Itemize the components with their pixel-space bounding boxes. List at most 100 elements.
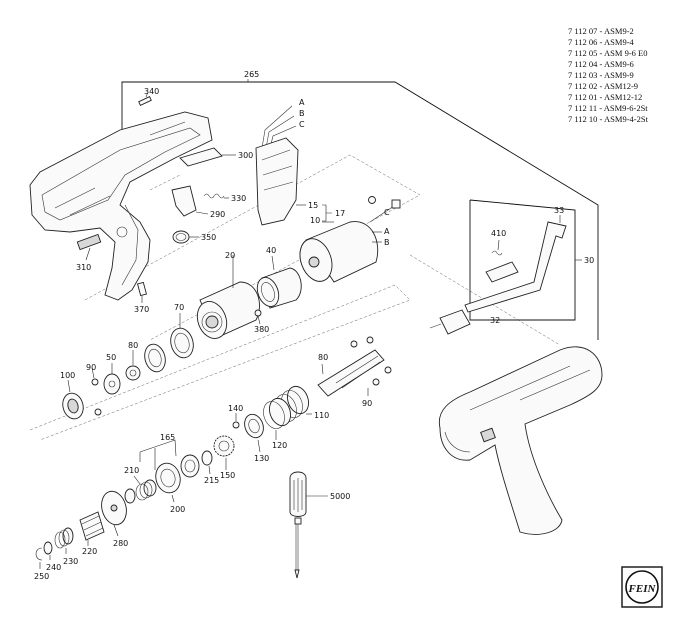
label-290: 290 bbox=[210, 210, 225, 219]
label-265: 265 bbox=[244, 70, 259, 79]
label-wire-a: A bbox=[299, 98, 305, 107]
label-215: 215 bbox=[204, 476, 219, 485]
part-clutch-165: 165 bbox=[139, 433, 200, 478]
part-spindle: 80 90 bbox=[317, 336, 392, 408]
label-30: 30 bbox=[584, 256, 594, 265]
label-100: 100 bbox=[60, 371, 75, 380]
variant-4: 7 112 03 - ASM9-9 bbox=[568, 70, 634, 80]
variant-3: 7 112 04 - ASM9-6 bbox=[568, 59, 634, 69]
label-40: 40 bbox=[266, 246, 276, 255]
logo-text: FEIN bbox=[628, 583, 657, 595]
part-350-ring: 350 bbox=[172, 230, 216, 244]
label-20: 20 bbox=[225, 251, 235, 260]
part-140-pin: 140 bbox=[228, 404, 243, 429]
label-165: 165 bbox=[160, 433, 175, 442]
part-40-ring: 40 bbox=[256, 246, 302, 309]
fein-logo: FEIN bbox=[621, 566, 663, 608]
variant-2: 7 112 05 - ASM 9-6 E0 bbox=[568, 48, 648, 58]
variant-1: 7 112 06 - ASM9-4 bbox=[568, 37, 635, 47]
part-10-motor: 10 C A B bbox=[299, 196, 401, 283]
label-380: 380 bbox=[254, 325, 269, 334]
part-200-disk: 200 bbox=[155, 462, 185, 514]
label-140: 140 bbox=[228, 404, 243, 413]
part-340-screw: 340 bbox=[138, 87, 159, 106]
part-80a-washer: 80 bbox=[125, 341, 141, 381]
label-130: 130 bbox=[254, 454, 269, 463]
part-33-bracket bbox=[464, 221, 567, 313]
label-32: 32 bbox=[490, 316, 500, 325]
housing-frame: 265 bbox=[121, 70, 599, 340]
part-230-spring: 230 bbox=[54, 527, 78, 566]
label-330: 330 bbox=[231, 194, 246, 203]
label-motor-b: B bbox=[384, 238, 390, 247]
label-340: 340 bbox=[144, 87, 159, 96]
variant-8: 7 112 10 - ASM9-4-2St bbox=[568, 114, 649, 124]
part-210-spring: 210 bbox=[124, 466, 157, 501]
part-70-ring: 70 bbox=[170, 303, 194, 359]
part-410-switch bbox=[485, 261, 519, 283]
label-motor-a: A bbox=[384, 227, 390, 236]
label-220: 220 bbox=[82, 547, 97, 556]
part-310-link: 310 bbox=[76, 247, 91, 272]
part-90a: 90 bbox=[86, 363, 102, 416]
switch-assembly-group: 30 410 33 32 bbox=[429, 199, 594, 335]
part-130-ring: 130 bbox=[244, 413, 269, 463]
part-280-disk: 280 bbox=[101, 490, 128, 548]
label-5000: 5000 bbox=[330, 492, 350, 501]
part-150-gear: 150 bbox=[213, 435, 235, 480]
label-110: 110 bbox=[314, 411, 329, 420]
part-50-washer: 50 bbox=[103, 353, 121, 395]
part-bearing-needle bbox=[144, 343, 166, 373]
variant-list: 7 112 07 - ASM9-2 7 112 06 - ASM9-4 7 11… bbox=[568, 26, 649, 124]
label-370: 370 bbox=[134, 305, 149, 314]
part-290-button: 290 bbox=[171, 185, 225, 219]
housing-half-shell bbox=[29, 111, 213, 301]
label-90-right: 90 bbox=[362, 399, 372, 408]
label-410: 410 bbox=[491, 229, 506, 238]
label-200: 200 bbox=[170, 505, 185, 514]
label-230: 230 bbox=[63, 557, 78, 566]
part-370-pin: 370 bbox=[134, 281, 149, 314]
part-240-ring: 240 bbox=[43, 541, 61, 572]
label-50: 50 bbox=[106, 353, 116, 362]
variant-0: 7 112 07 - ASM9-2 bbox=[568, 26, 634, 36]
part-washer-small bbox=[124, 488, 136, 504]
frame-line-265 bbox=[121, 81, 599, 340]
label-310: 310 bbox=[76, 263, 91, 272]
part-15-electronics: 15 17 bbox=[255, 137, 345, 226]
part-215-ring: 215 bbox=[201, 450, 219, 485]
part-300-plate: 300 bbox=[179, 147, 253, 167]
variant-5: 7 112 02 - ASM12-9 bbox=[568, 81, 638, 91]
outer-housing bbox=[438, 346, 603, 535]
label-240: 240 bbox=[46, 563, 61, 572]
label-80-left: 80 bbox=[128, 341, 138, 350]
label-90-left: 90 bbox=[86, 363, 96, 372]
label-80-right: 80 bbox=[318, 353, 328, 362]
part-20-gear-housing: 20 bbox=[196, 251, 260, 339]
label-300: 300 bbox=[238, 151, 253, 160]
label-70: 70 bbox=[174, 303, 184, 312]
part-250-clip: 250 bbox=[34, 547, 49, 581]
label-280: 280 bbox=[113, 539, 128, 548]
label-wire-b: B bbox=[299, 109, 305, 118]
label-motor-c: C bbox=[384, 208, 390, 217]
housing-body bbox=[438, 346, 603, 535]
part-5000-screwdriver: 5000 bbox=[289, 471, 350, 579]
label-15: 15 bbox=[308, 201, 318, 210]
label-350: 350 bbox=[201, 233, 216, 242]
part-220-sleeve: 220 bbox=[79, 511, 105, 556]
variant-7: 7 112 11 - ASM9-6-2St bbox=[568, 103, 648, 113]
part-120-spring: 120 bbox=[263, 397, 291, 450]
label-33: 33 bbox=[554, 206, 564, 215]
label-150: 150 bbox=[220, 471, 235, 480]
part-330-spring: 330 bbox=[203, 193, 246, 203]
switch-slot bbox=[76, 233, 102, 251]
label-17: 17 bbox=[335, 209, 345, 218]
part-32-switch bbox=[439, 309, 471, 335]
part-100-bearing: 100 bbox=[60, 371, 84, 420]
part-380-screw: 380 bbox=[254, 309, 269, 334]
variant-6: 7 112 01 - ASM12-12 bbox=[568, 92, 642, 102]
housing-shell bbox=[29, 111, 213, 301]
label-wire-c: C bbox=[299, 120, 305, 129]
